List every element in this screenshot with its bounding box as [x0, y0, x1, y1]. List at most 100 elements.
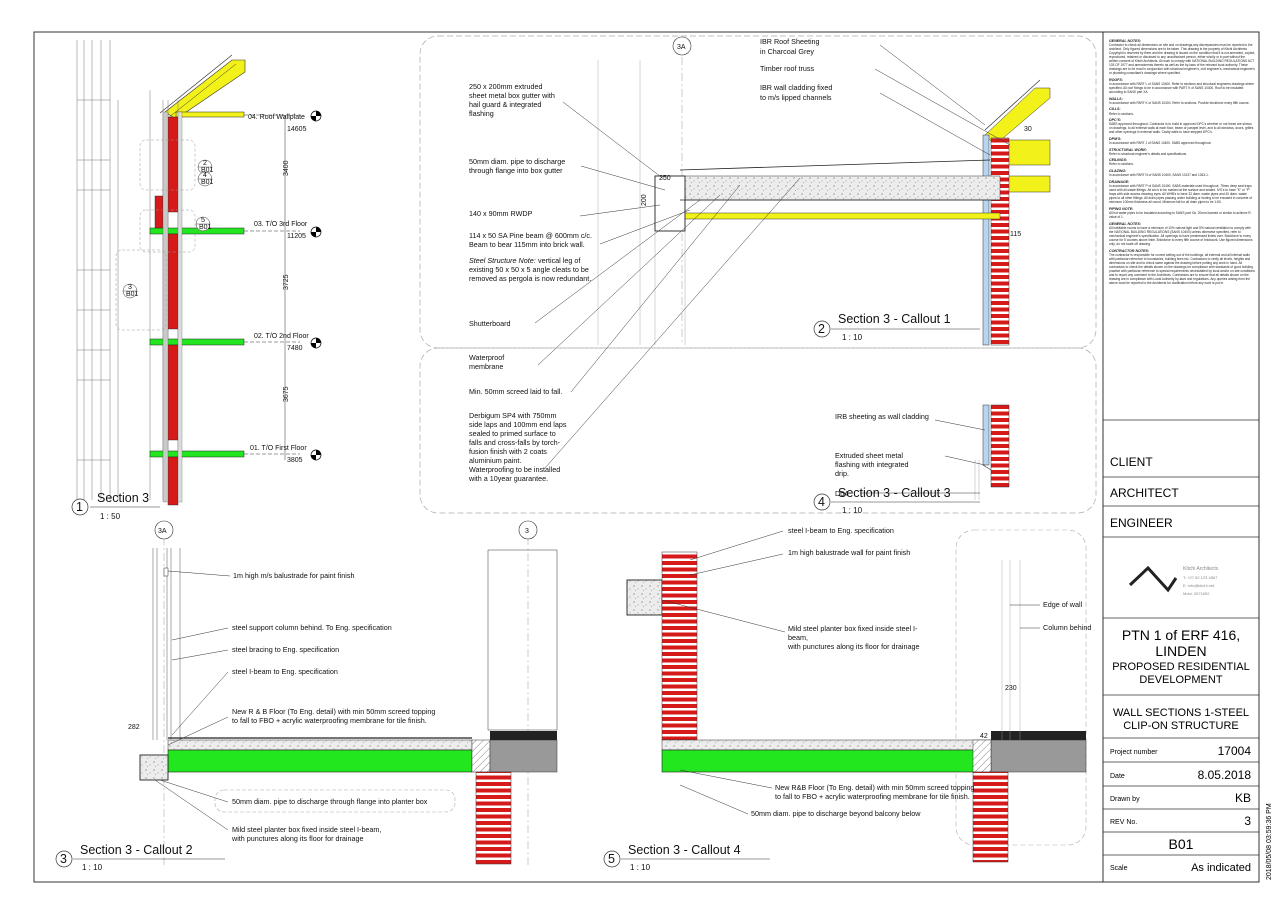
- label-waterproof-1: Waterproof: [469, 353, 504, 362]
- label-steel-note-2: existing 50 x 50 x 5 angle cleats to be: [469, 265, 589, 274]
- note-body: In accordance with PART L of SANS 10400.…: [1109, 81, 1254, 95]
- view-section-3: 3400 3725 3675 04. Roof Wallplate 14605 …: [71, 40, 322, 521]
- label-derbigum-8: with a 10year guarantee.: [468, 474, 548, 483]
- note-heading: PIPING NOTE:: [1109, 206, 1134, 211]
- note-heading: GENERAL NOTES:: [1109, 38, 1142, 43]
- label-derbigum-2: side laps and 100mm end laps: [469, 420, 567, 429]
- label-steel-note-heading: Steel Structure Note:: [469, 256, 536, 265]
- label-pine-beam-1: 114 x 50 SA Pine beam @ 600mm c/c.: [469, 231, 592, 240]
- view-3-title-text: Section 3 - Callout 2: [80, 843, 193, 857]
- view-callout-4: 230 42 steel I-beam to Eng. specificatio…: [603, 526, 1091, 872]
- svg-text:Mobi: 2671692: Mobi: 2671692: [1183, 591, 1210, 596]
- level-name-3rd-floor: 03. T/O 3rd Floor: [254, 221, 308, 228]
- label-new-floor-1: New R & B Floor (To Eng. detail) with mi…: [232, 707, 435, 716]
- label-box-gutter-4: flashing: [469, 109, 494, 118]
- label-derbigum-3: sealed to primed surface to: [469, 429, 556, 438]
- note-body: Refer to sections.: [1109, 162, 1134, 167]
- label-steel-bracing: steel bracing to Eng. specification: [232, 645, 339, 654]
- tb-client: CLIENT: [1110, 455, 1153, 469]
- level-name-roof-wallplate: 04. Roof Wallplate: [248, 114, 305, 121]
- tb-project-3: PROPOSED RESIDENTIAL: [1112, 661, 1250, 673]
- label-pine-beam-2: Beam to bear 115mm into brick wall.: [469, 240, 585, 249]
- svg-text:4: 4: [818, 495, 825, 509]
- label-c4-floor-2: to fall to FBO + acrylic waterproofing m…: [775, 792, 970, 801]
- tb-rev-label: REV No.: [1110, 819, 1137, 826]
- note-heading: STRUCTURAL WORK:: [1109, 147, 1148, 152]
- view-1-title: 1 Section 3 1 : 50: [71, 491, 160, 521]
- view-4-title-text: Section 3 - Callout 3: [838, 486, 951, 500]
- note-body: SABS approved throughout. Contractor is …: [1109, 122, 1254, 135]
- tb-sheet-title-1: WALL SECTIONS 1-STEEL: [1113, 707, 1249, 719]
- view-5-title-text: Section 3 - Callout 4: [628, 843, 741, 857]
- label-edge-of-wall: Edge of wall: [1043, 600, 1083, 609]
- note-heading: ROOFS:: [1109, 77, 1123, 82]
- label-pipe-planter: 50mm diam. pipe to discharge through fla…: [232, 797, 428, 806]
- label-rwdp: 140 x 90mm RWDP: [469, 209, 533, 218]
- view-1-title-text: Section 3: [97, 491, 149, 505]
- view-callout-2: 3A 3: [55, 520, 558, 872]
- note-body: In accordance with PART N of SANS 10400,…: [1109, 173, 1209, 178]
- note-heading: GLAZING:: [1109, 169, 1127, 174]
- label-pipe-discharge-2: through flange into box gutter: [469, 166, 563, 175]
- callout-4-sheet: B01: [201, 179, 214, 186]
- dim-3725: 3725: [283, 274, 290, 290]
- note-body: In accordance with PART K of SANS 10400.…: [1109, 100, 1250, 105]
- tb-architect: ARCHITECT: [1110, 486, 1179, 500]
- tb-sheet-title-2: CLIP-ON STRUCTURE: [1123, 720, 1239, 732]
- view-2-title-text: Section 3 - Callout 1: [838, 312, 951, 326]
- tb-drawn-by: KB: [1235, 791, 1251, 805]
- label-d04: D04: [835, 489, 848, 498]
- label-min-screed: Min. 50mm screed laid to fall.: [469, 387, 562, 396]
- tb-project-2: LINDEN: [1155, 643, 1206, 659]
- tb-project-number-label: Project number: [1110, 749, 1158, 756]
- view-4-title: 4 Section 3 - Callout 3 1 : 10: [813, 486, 980, 515]
- label-new-floor-2: to fall to FBO + acrylic waterproofing m…: [232, 716, 427, 725]
- note-heading: CEILINGS:: [1109, 158, 1128, 163]
- note-heading: DPM'S:: [1109, 136, 1122, 141]
- tb-engineer: ENGINEER: [1110, 516, 1173, 530]
- label-extruded-flashing-3: drip.: [835, 469, 849, 478]
- note-heading: GENERAL NOTES:: [1109, 221, 1142, 226]
- note-heading: CONTRACTOR NOTES:: [1109, 248, 1150, 253]
- view-5-scale: 1 : 10: [630, 863, 651, 872]
- dim-250: 250: [659, 175, 671, 182]
- tb-date: 8.05.2018: [1198, 768, 1252, 782]
- note-heading: WALLS:: [1109, 96, 1123, 101]
- dim-3675: 3675: [283, 386, 290, 402]
- level-value-3rd-floor: 11205: [287, 233, 306, 240]
- note-body: All hot water pipes to be insulated acco…: [1109, 210, 1252, 219]
- level-value-2nd-floor: 7480: [287, 345, 303, 352]
- callout-4-number: 4: [203, 172, 207, 179]
- label-balustrade: 1m high m/s balustrade for paint finish: [233, 571, 354, 580]
- svg-text:2: 2: [818, 322, 825, 336]
- label-derbigum-4: falls and cross-falls by torch-: [469, 438, 561, 447]
- label-box-gutter-3: hail guard & integrated: [469, 100, 541, 109]
- label-steel-ibeam: steel I-beam to Eng. specification: [232, 667, 338, 676]
- note-body: In accordance with PART P of SANS 10400.…: [1109, 183, 1252, 205]
- dim-3400: 3400: [283, 160, 290, 176]
- dim-30: 30: [1024, 126, 1032, 133]
- label-waterproof-2: membrane: [469, 362, 503, 371]
- label-derbigum-6: aluminium paint.: [469, 456, 521, 465]
- label-c4-planter-2: beam,: [788, 633, 808, 642]
- view-1-scale: 1 : 50: [100, 512, 121, 521]
- tb-timestamp: 2018/05/08 03:59:36 PM: [1266, 803, 1273, 880]
- view-3-scale: 1 : 10: [82, 863, 103, 872]
- tb-sheet-number: B01: [1169, 836, 1194, 852]
- note-body: Refer to structural engineer's details a…: [1109, 151, 1188, 156]
- tb-scale-label: Scale: [1110, 865, 1128, 872]
- label-c4-balustrade: 1m high balustrade wall for paint finish: [788, 548, 910, 557]
- tb-project-4: DEVELOPMENT: [1139, 674, 1222, 686]
- svg-text:T: +27 82 123 4567: T: +27 82 123 4567: [1183, 575, 1218, 580]
- dim-230: 230: [1005, 685, 1017, 692]
- label-c4-planter-3: with punctures along its floor for drain…: [787, 642, 919, 651]
- callout-5-sheet: B01: [199, 224, 212, 231]
- callout-bubbles[interactable]: 2 B01 4 B01 5 B01 3 B01: [115, 139, 214, 331]
- dim-282: 282: [128, 724, 140, 731]
- note-body: The contractor is responsible for correc…: [1109, 252, 1255, 286]
- label-shutterboard: Shutterboard: [469, 319, 511, 328]
- level-value-first-floor: 3805: [287, 457, 303, 464]
- label-box-gutter-1: 250 x 200mm extruded: [469, 82, 543, 91]
